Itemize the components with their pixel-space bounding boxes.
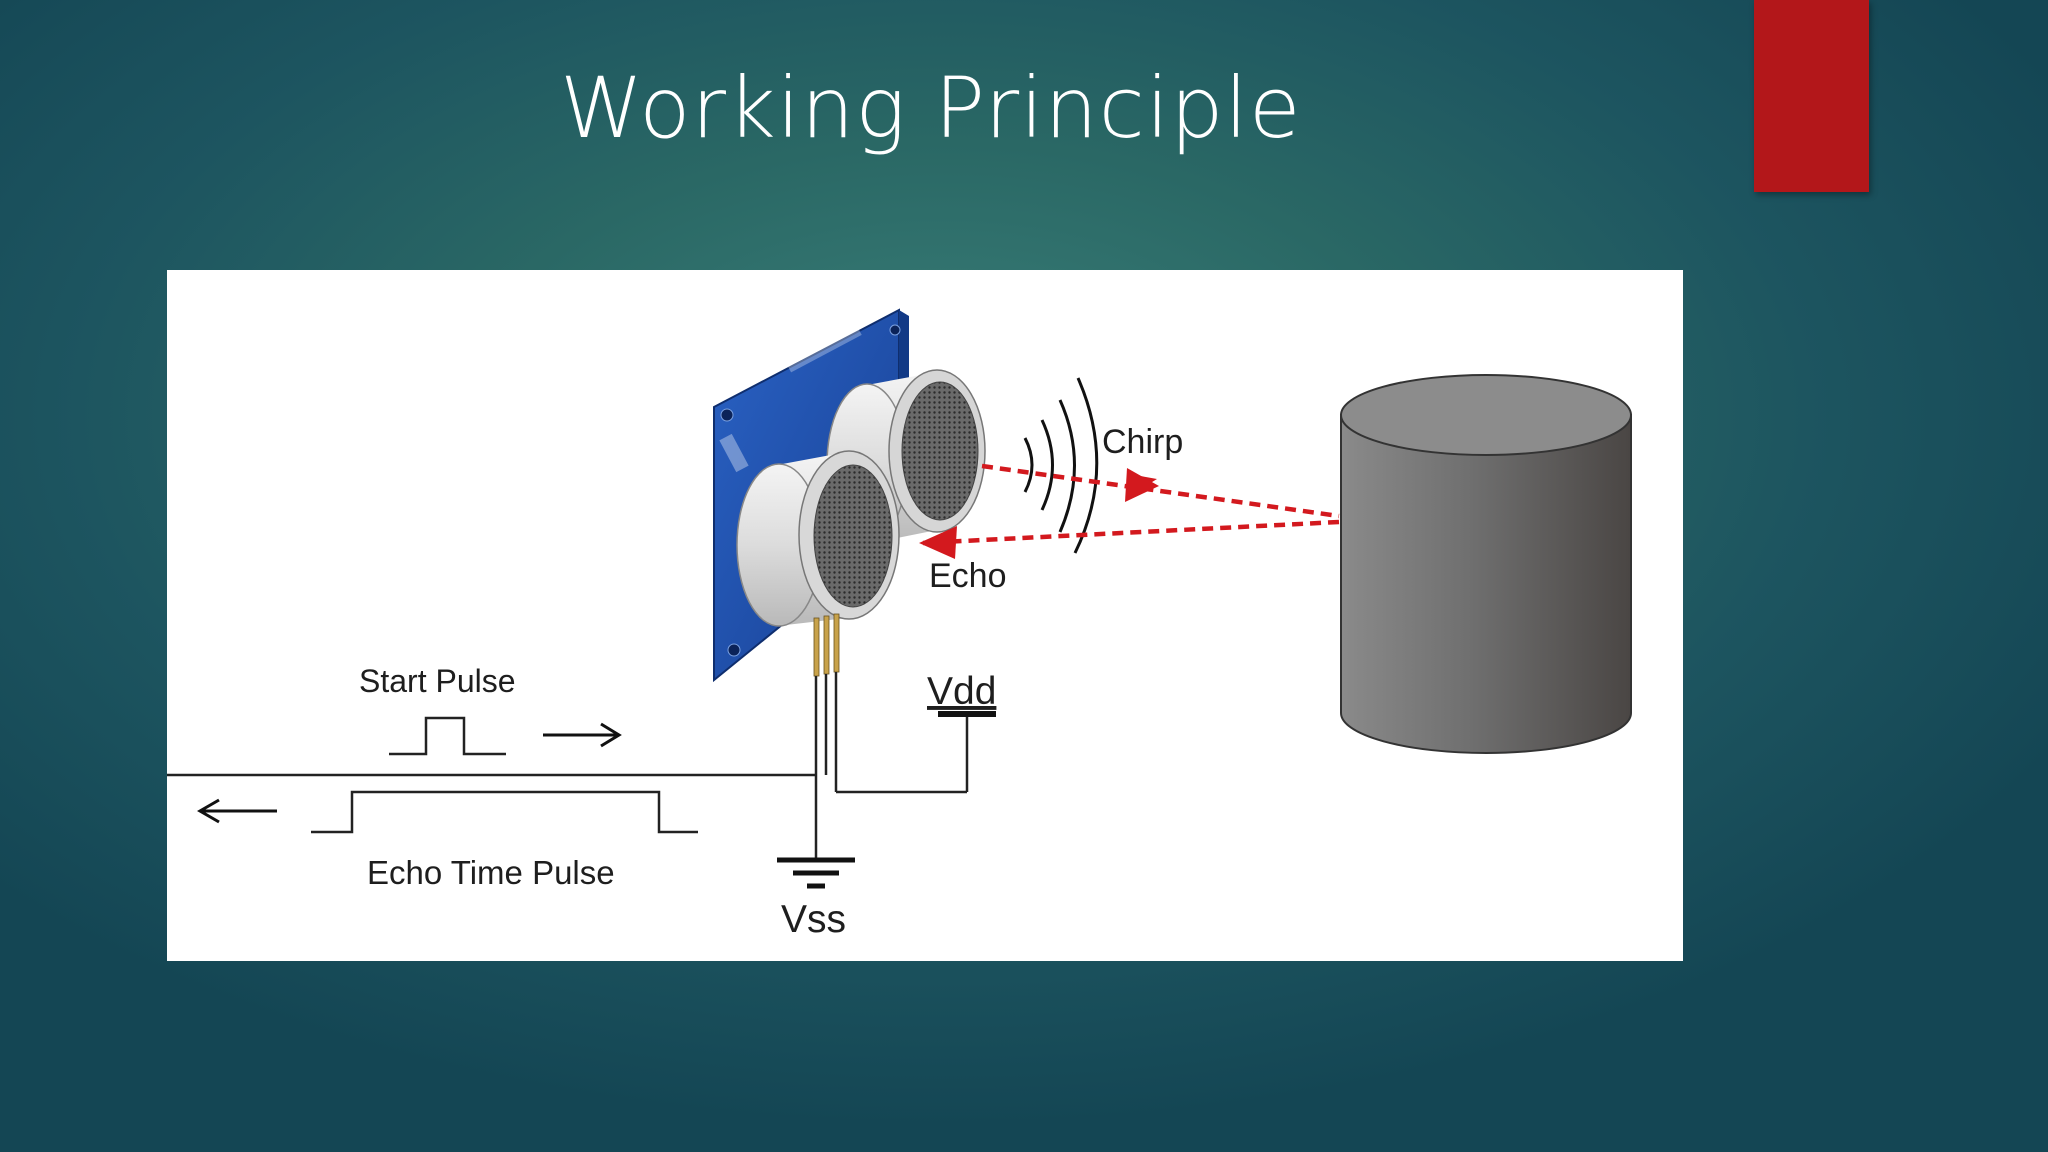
wiring	[167, 672, 969, 860]
echo-time-pulse-waveform	[311, 790, 698, 834]
arrow-left-icon	[197, 798, 277, 824]
echo-path	[919, 519, 1340, 559]
target-cylinder-icon	[1340, 374, 1632, 754]
chirp-label: Chirp	[1102, 423, 1183, 461]
echo-time-pulse-label: Echo Time Pulse	[367, 854, 615, 891]
vdd-label: Vdd	[927, 670, 996, 713]
chirp-path	[981, 463, 1340, 519]
ground-symbol-icon	[777, 857, 855, 889]
start-pulse-waveform	[389, 716, 506, 756]
vss-label: Vss	[781, 898, 846, 941]
start-pulse-label: Start Pulse	[359, 663, 516, 699]
arrow-right-icon	[543, 722, 622, 748]
sound-waves	[1023, 377, 1099, 554]
diagram-figure: Chirp Echo Start Pulse Echo Time Pulse V…	[167, 270, 1683, 961]
ultrasonic-sensor-icon	[713, 308, 986, 683]
slide-title: Working Principle	[560, 59, 1302, 157]
echo-label: Echo	[929, 557, 1007, 595]
diagram-svg: Chirp Echo Start Pulse Echo Time Pulse V…	[167, 308, 1632, 941]
accent-bar	[1754, 0, 1869, 192]
